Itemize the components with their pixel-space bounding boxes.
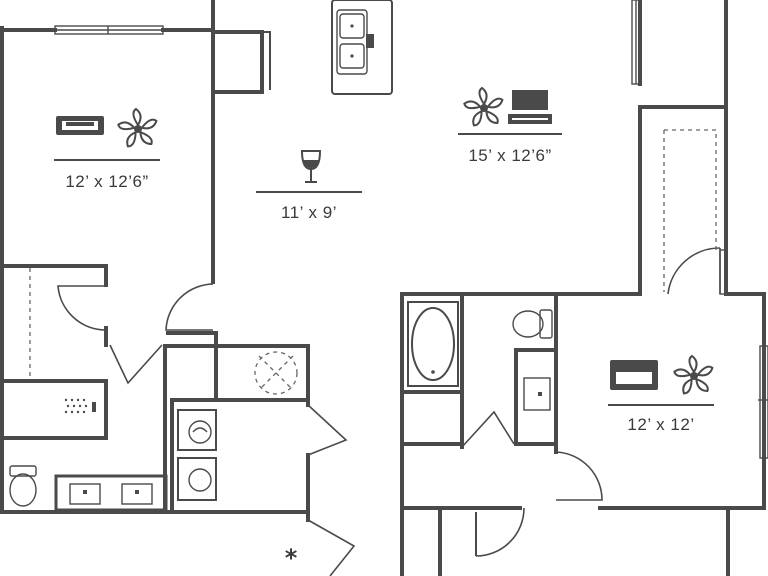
room-dims-dining: 11’ x 9’ [281,203,337,222]
room-dims-living: 15’ x 12’6” [468,146,551,165]
ceiling-fan-icon [117,107,158,148]
vanity-sink-icon-2 [523,377,551,411]
vanity-sink-icons [69,483,153,505]
bathtub-icon [407,301,459,387]
room-dims-bedroom-2: 12’ x 12’ [627,415,694,434]
room-dining: 11’ x 9’ [256,150,362,222]
room-bedroom-1: 12’ x 12’6” [54,107,160,191]
shower-icon [64,398,96,414]
room-living: 15’ x 12’6” [458,86,562,165]
washer-icon [177,409,217,451]
windows [54,0,768,459]
ceiling-fan-icon [463,86,504,127]
room-dims-bedroom-1: 12’ x 12’6” [65,172,148,191]
toilet-icon-2 [512,309,553,339]
toilet-icon [9,465,37,507]
ceiling-fan-icon [673,354,714,395]
tv-icon [508,90,552,124]
entry-marker: * [285,544,298,572]
wine-glass-icon [300,150,322,183]
kitchen-sink-icon [336,9,374,75]
door-swings [57,247,721,576]
bed-icon [610,360,658,390]
dryer-icon [177,457,217,501]
closet-lines [29,129,717,380]
bed-icon [56,116,104,135]
room-bedroom-2: 12’ x 12’ [608,354,714,434]
water-heater-icon [254,351,298,395]
